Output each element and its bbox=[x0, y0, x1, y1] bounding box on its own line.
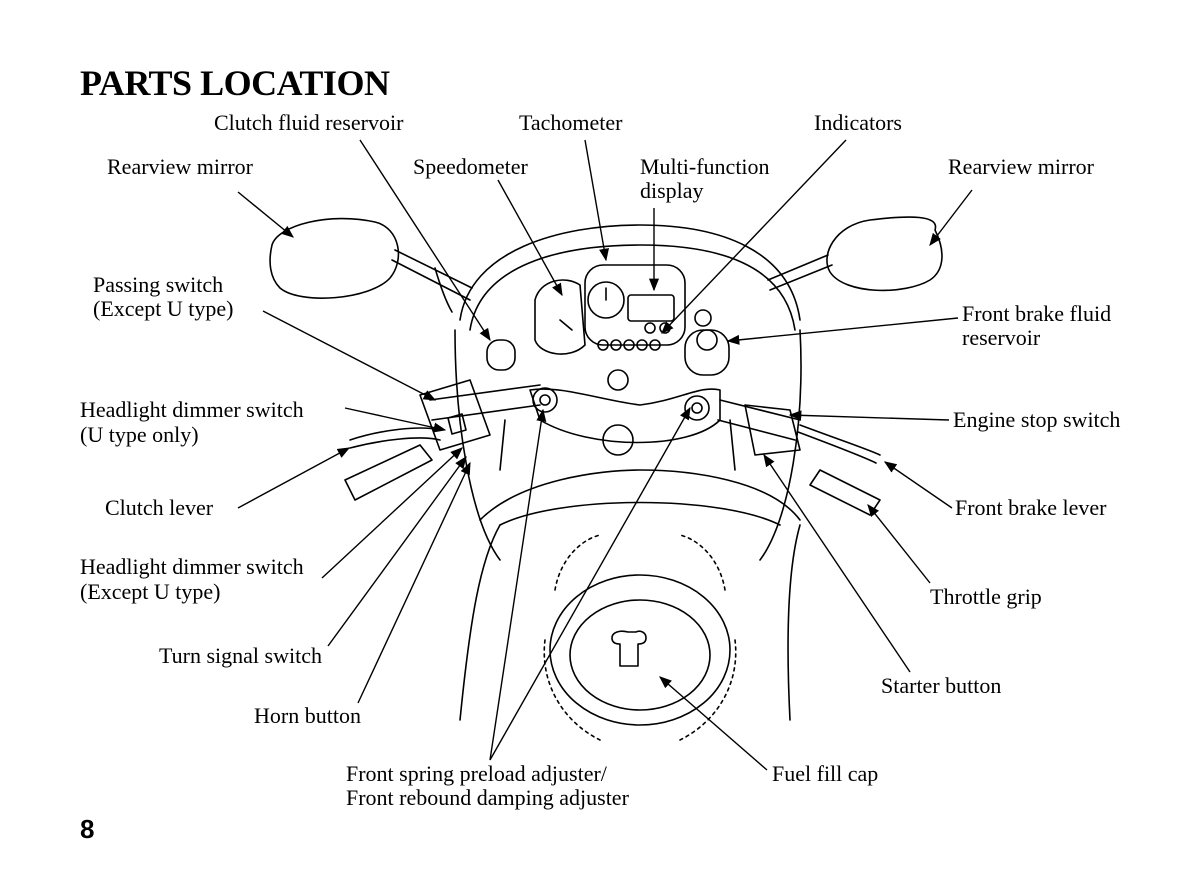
label-turn-signal-switch: Turn signal switch bbox=[159, 643, 322, 668]
label-tachometer: Tachometer bbox=[519, 110, 623, 135]
label-front-brake-fluid-reservoir-line1: Front brake fluid bbox=[962, 301, 1112, 326]
label-throttle-grip: Throttle grip bbox=[930, 584, 1042, 609]
label-fuel-fill-cap: Fuel fill cap bbox=[772, 761, 879, 786]
page-number: 8 bbox=[80, 814, 95, 844]
label-clutch-fluid-reservoir: Clutch fluid reservoir bbox=[214, 110, 404, 135]
label-headlight-dimmer-u-line2: (U type only) bbox=[80, 422, 199, 447]
label-headlight-dimmer-u-line1: Headlight dimmer switch bbox=[80, 397, 304, 422]
label-multi-function-display-line2: display bbox=[640, 178, 704, 203]
label-front-brake-lever: Front brake lever bbox=[955, 495, 1107, 520]
label-headlight-dimmer-except-u-line2: (Except U type) bbox=[80, 579, 221, 604]
label-speedometer: Speedometer bbox=[413, 154, 528, 179]
label-front-spring-preload-line1: Front spring preload adjuster/ bbox=[346, 761, 607, 786]
label-engine-stop-switch: Engine stop switch bbox=[953, 407, 1121, 432]
leader-lines bbox=[237, 139, 973, 771]
label-starter-button: Starter button bbox=[881, 673, 1002, 698]
label-passing-switch-line1: Passing switch bbox=[93, 272, 224, 297]
label-front-brake-fluid-reservoir-line2: reservoir bbox=[962, 325, 1041, 350]
label-front-spring-preload-line2: Front rebound damping adjuster bbox=[346, 785, 629, 810]
label-multi-function-display-line1: Multi-function bbox=[640, 154, 770, 179]
label-headlight-dimmer-except-u-line1: Headlight dimmer switch bbox=[80, 554, 304, 579]
label-passing-switch-line2: (Except U type) bbox=[93, 296, 234, 321]
label-horn-button: Horn button bbox=[254, 703, 361, 728]
label-clutch-lever: Clutch lever bbox=[105, 495, 214, 520]
page-title: PARTS LOCATION bbox=[80, 63, 390, 103]
motorcycle-drawing bbox=[269, 216, 943, 741]
label-indicators: Indicators bbox=[814, 110, 902, 135]
label-rearview-mirror-left: Rearview mirror bbox=[107, 154, 253, 179]
label-rearview-mirror-right: Rearview mirror bbox=[948, 154, 1094, 179]
